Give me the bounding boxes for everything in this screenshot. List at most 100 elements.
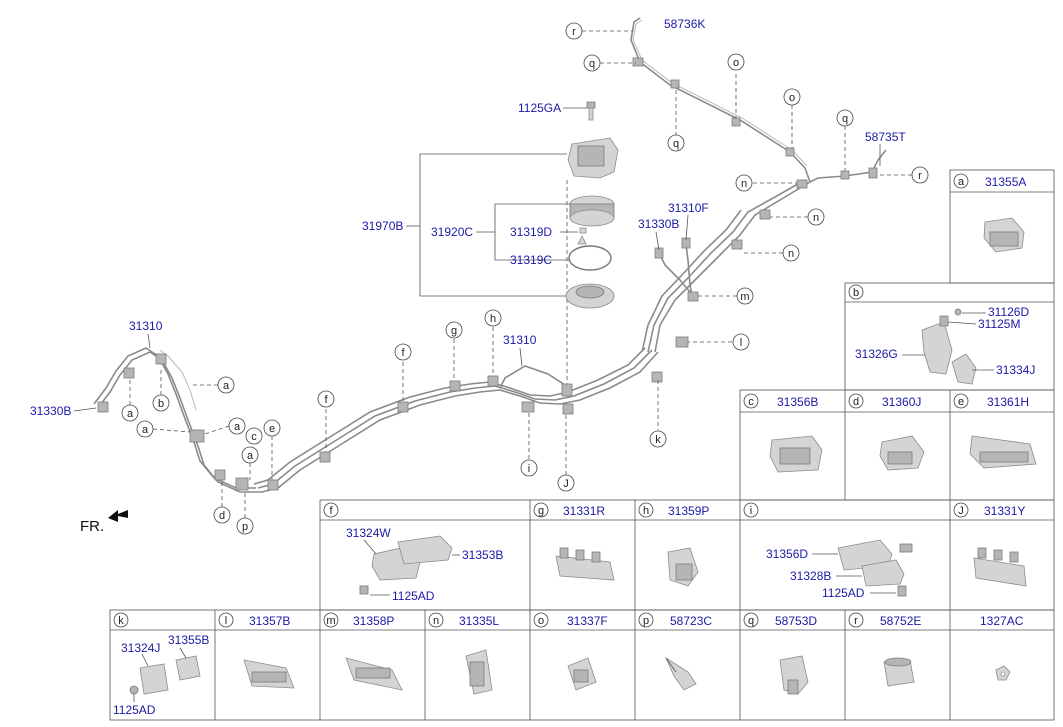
part-31361H-icon [969,435,1037,469]
part-b-group-icon: 31126D 31125M 31326G 31334J [855,305,1035,385]
part-31335L-icon [465,649,493,695]
callout-a1: a [217,376,235,394]
callout-g: g [445,321,463,339]
svg-text:J: J [958,505,964,517]
part-labels: 58736K 1125GA 58735T 31970B 31920C 31319… [30,17,906,418]
svg-text:31358P: 31358P [353,614,394,628]
svg-text:q: q [673,138,679,150]
svg-text:a: a [127,408,134,420]
part-i-group-icon: 31356D 31328B 1125AD [766,539,913,600]
svg-text:r: r [918,170,922,182]
fuel-lines [93,17,887,493]
callout-a5: a [241,446,259,464]
callout-leaders [129,30,912,518]
callout-n2: n [807,208,825,226]
callouts: r q q o o q r n n n m l k a b a a a c a … [121,22,929,535]
label-58735T: 58735T [865,130,906,144]
part-31359P-icon [667,547,699,587]
svg-text:n: n [433,615,439,627]
svg-text:c: c [251,431,257,443]
svg-text:a: a [247,450,254,462]
svg-text:1327AC: 1327AC [980,614,1024,628]
svg-text:a: a [958,176,965,188]
svg-text:31337F: 31337F [567,614,608,628]
svg-text:e: e [958,396,964,408]
svg-text:m: m [326,615,335,627]
part-31356B-icon [769,435,823,473]
svg-text:FR.: FR. [80,518,104,535]
callout-i: i [520,459,538,477]
label-31330B-top: 31330B [638,217,679,231]
svg-text:n: n [813,212,819,224]
svg-text:d: d [219,510,225,522]
callout-o2: o [783,88,801,106]
callout-q3: q [836,109,854,127]
svg-text:p: p [242,521,248,533]
callout-a3: a [136,420,154,438]
svg-text:f: f [329,505,333,517]
callout-f: f [317,390,335,408]
svg-text:31356D: 31356D [766,547,808,561]
label-58736K: 58736K [664,17,705,31]
svg-text:l: l [740,337,742,349]
label-31330B-left: 31330B [30,404,71,418]
legend-i: i [743,502,759,518]
legend-m: m 31358P [323,612,394,628]
svg-text:31126D: 31126D [988,305,1029,319]
callout-d: d [213,506,231,524]
label-31310-left: 31310 [129,319,163,333]
callout-l: l [732,333,750,351]
svg-text:31326G: 31326G [855,347,898,361]
callout-g-main: f [394,343,412,361]
svg-text:i: i [528,463,530,475]
svg-text:58723C: 58723C [670,614,712,628]
svg-text:f: f [401,347,405,359]
svg-text:h: h [490,313,496,325]
svg-text:31324J: 31324J [121,641,160,655]
svg-text:31353B: 31353B [462,548,503,562]
callout-c: c [245,427,263,445]
svg-text:1125AD: 1125AD [822,586,865,600]
front-indicator: FR. [80,510,128,535]
svg-text:l: l [225,615,227,627]
svg-text:31359P: 31359P [668,504,709,518]
part-58723C-icon [665,656,697,691]
callout-q1: q [583,54,601,72]
part-31331Y-icon [973,547,1027,587]
svg-text:i: i [750,505,752,517]
label-31920C: 31920C [431,225,473,239]
svg-text:n: n [741,178,747,190]
part-31358P-icon [345,657,403,691]
label-31310-mid: 31310 [503,333,537,347]
part-1327AC-icon [995,665,1011,681]
callout-a4: a [228,417,246,435]
callout-k: k [649,430,667,448]
svg-text:c: c [748,396,754,408]
callout-h: h [484,309,502,327]
svg-text:31328B: 31328B [790,569,831,583]
svg-text:31355B: 31355B [168,633,209,647]
legend-n: n 31335L [428,612,499,628]
svg-text:o: o [789,92,795,104]
legend-part-drawings: 31126D 31125M 31326G 31334J 31324W 31353… [113,217,1037,717]
svg-text:31335L: 31335L [459,614,499,628]
svg-text:q: q [842,113,848,125]
svg-text:31334J: 31334J [996,363,1035,377]
legend-table [109,169,1055,721]
callout-n3: n [782,244,800,262]
svg-text:31324W: 31324W [346,526,391,540]
part-58752E-icon [883,657,915,687]
legend-1327AC: 1327AC [980,614,1024,628]
